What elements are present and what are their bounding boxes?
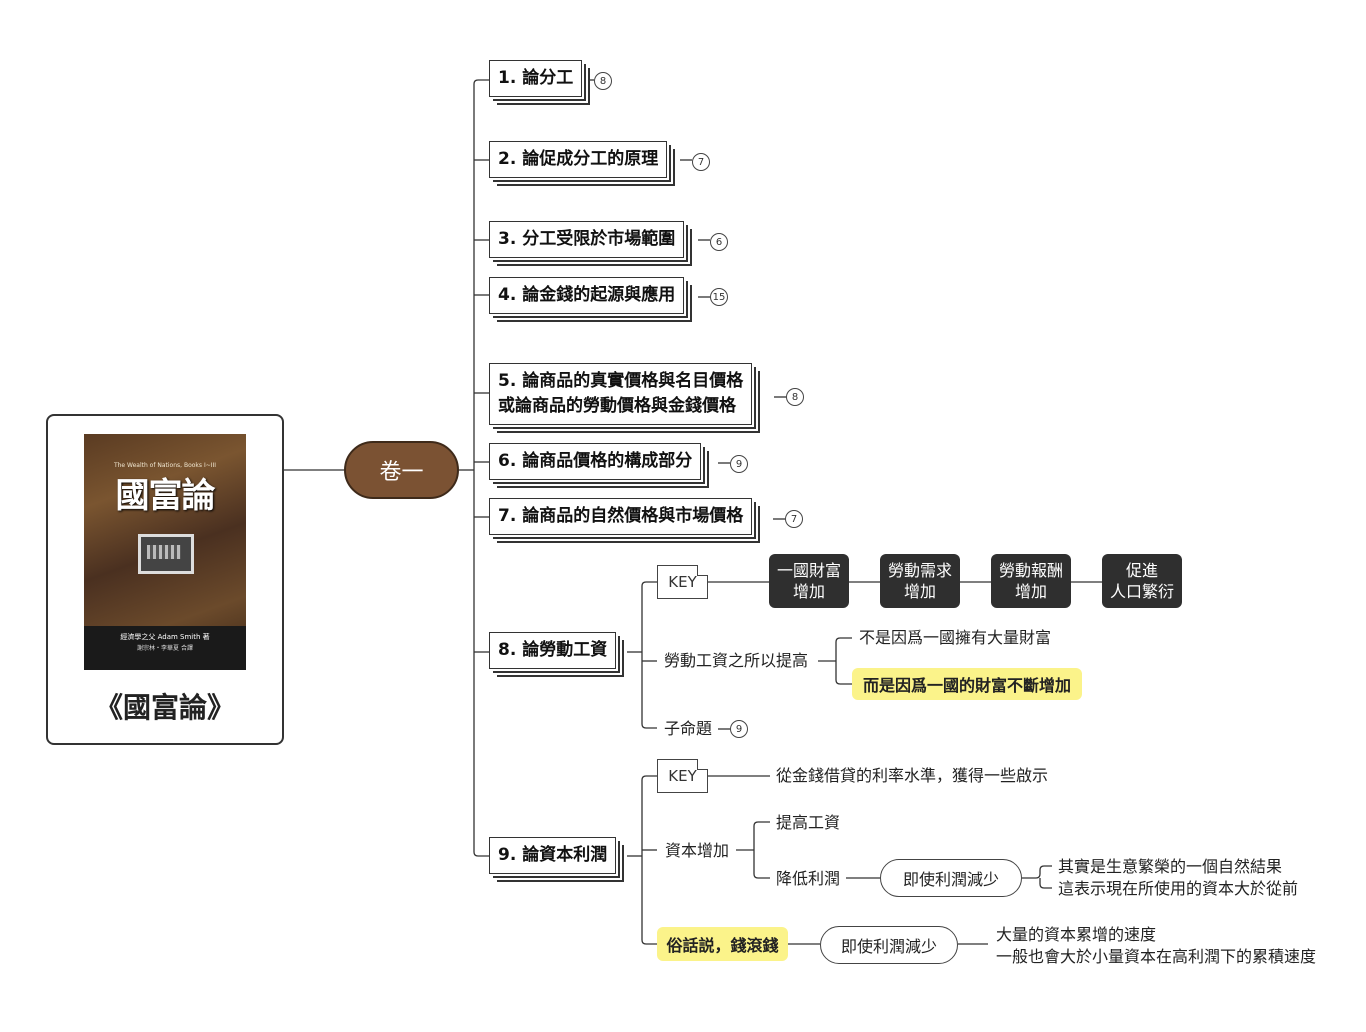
chapter-label: 2. 論促成分工的原理 xyxy=(498,149,659,169)
highlight-text: 而是因爲一國的財富不斷增加 xyxy=(862,676,1071,695)
chapter-label: 1. 論分工 xyxy=(498,68,574,88)
cover-title: 國富論 xyxy=(115,476,216,516)
ch9-even-if2-pill[interactable]: 即使利潤減少 xyxy=(820,926,958,964)
ch9-capital-label[interactable]: 資本增加 xyxy=(665,841,730,860)
ch9-result-line1[interactable]: 其實是生意繁榮的一個自然結果 xyxy=(1058,857,1283,876)
ch8-sub-label[interactable]: 子命題 xyxy=(664,719,713,738)
chapter-8-node[interactable]: 8. 論勞動工資 xyxy=(489,632,617,669)
ch8-key-note[interactable]: KEY xyxy=(657,565,708,599)
chapter-label: 6. 論商品價格的構成部分 xyxy=(498,451,693,471)
chapter-4-node[interactable]: 4. 論金錢的起源與應用 xyxy=(489,277,685,314)
chapter-5-node[interactable]: 5. 論商品的真實價格與名目價格 或論商品的勞動價格與金錢價格 xyxy=(489,363,753,425)
chapter-3-node[interactable]: 3. 分工受限於市場範圍 xyxy=(489,221,685,258)
chapter-label: 4. 論金錢的起源與應用 xyxy=(498,285,676,305)
chain-node-wealth-increase[interactable]: 一國財富增加 xyxy=(769,554,849,608)
chapter-label: 3. 分工受限於市場範圍 xyxy=(498,229,676,249)
count-value: 8 xyxy=(599,75,607,87)
chain-line1: 勞動需求 xyxy=(887,561,952,580)
book-card[interactable]: The Wealth of Nations, Books I~III 國富論 經… xyxy=(46,414,284,745)
chain-line1: 促進 xyxy=(1125,561,1158,580)
chapter-5-count-badge[interactable]: 8 xyxy=(786,388,804,406)
ch9-proverb-line2[interactable]: 一般也會大於小量資本在高利潤下的累積速度 xyxy=(996,947,1317,966)
chapter-label-line2: 或論商品的勞動價格與金錢價格 xyxy=(498,396,736,416)
chain-line2: 人口繁衍 xyxy=(1109,582,1174,601)
pill-text: 即使利潤減少 xyxy=(840,937,937,956)
chain-line1: 一國財富 xyxy=(776,561,841,580)
book-cover-image: The Wealth of Nations, Books I~III 國富論 經… xyxy=(84,434,246,670)
cover-tagline xyxy=(94,512,236,532)
chapter-3-count-badge[interactable]: 6 xyxy=(710,233,728,251)
chain-line2: 增加 xyxy=(792,582,825,601)
count-value: 6 xyxy=(715,236,723,248)
chapter-label-line1: 5. 論商品的真實價格與名目價格 xyxy=(498,371,744,391)
ch9-proverb-line1[interactable]: 大量的資本累增的速度 xyxy=(996,925,1157,944)
count-value: 15 xyxy=(712,291,726,303)
chain-line2: 增加 xyxy=(903,582,936,601)
cover-subtitle: The Wealth of Nations, Books I~III xyxy=(113,462,217,469)
book-title: 《國富論》 xyxy=(94,691,235,724)
cover-author-band: 經濟學之父 Adam Smith 著 謝宗林・李華夏 合譯 xyxy=(84,626,246,670)
ch9-lower-profit[interactable]: 降低利潤 xyxy=(776,869,841,888)
chapter-label: 8. 論勞動工資 xyxy=(498,640,608,660)
count-value: 8 xyxy=(791,391,799,403)
root-label: 卷一 xyxy=(379,460,424,485)
pill-text: 即使利潤減少 xyxy=(902,870,999,889)
count-value: 7 xyxy=(697,156,705,168)
ch9-result-line2[interactable]: 這表示現在所使用的資本大於從前 xyxy=(1058,879,1299,898)
highlight-text: 俗話説，錢滾錢 xyxy=(666,936,779,955)
chapter-7-node[interactable]: 7. 論商品的自然價格與市場價格 xyxy=(489,498,753,535)
ch8-sub-count-badge[interactable]: 9 xyxy=(730,720,748,738)
chapter-label: 9. 論資本利潤 xyxy=(498,845,608,865)
chain-line2: 增加 xyxy=(1014,582,1047,601)
ch9-even-if-pill[interactable]: 即使利潤減少 xyxy=(880,859,1022,897)
cover-translator: 謝宗林・李華夏 合譯 xyxy=(137,645,193,652)
chapter-2-node[interactable]: 2. 論促成分工的原理 xyxy=(489,141,668,178)
ch9-key-text[interactable]: 從金錢借貸的利率水準，獲得一些啟示 xyxy=(776,766,1049,785)
chapter-9-node[interactable]: 9. 論資本利潤 xyxy=(489,837,617,874)
chain-node-labor-demand[interactable]: 勞動需求增加 xyxy=(880,554,960,608)
chain-node-population[interactable]: 促進人口繁衍 xyxy=(1102,554,1182,608)
chain-node-labor-reward[interactable]: 勞動報酬增加 xyxy=(991,554,1071,608)
ch9-proverb-highlight[interactable]: 俗話説，錢滾錢 xyxy=(657,927,788,961)
chapter-2-count-badge[interactable]: 7 xyxy=(692,153,710,171)
chapter-1-node[interactable]: 1. 論分工 xyxy=(489,60,583,97)
count-value: 9 xyxy=(735,458,743,470)
count-value: 7 xyxy=(790,513,798,525)
chapter-1-count-badge[interactable]: 8 xyxy=(594,72,612,90)
ch8-reason-but-highlight[interactable]: 而是因爲一國的財富不斷增加 xyxy=(852,668,1082,700)
ch9-key-note[interactable]: KEY xyxy=(657,759,708,793)
key-label: KEY xyxy=(668,573,697,591)
cover-author: 經濟學之父 Adam Smith 著 xyxy=(120,633,210,641)
root-node[interactable]: 卷一 xyxy=(344,441,459,499)
count-value: 9 xyxy=(735,723,743,735)
chapter-label: 7. 論商品的自然價格與市場價格 xyxy=(498,506,744,526)
chapter-4-count-badge[interactable]: 15 xyxy=(710,288,728,306)
ch9-raise-wage[interactable]: 提高工資 xyxy=(776,813,841,832)
key-label: KEY xyxy=(668,767,697,785)
chapter-7-count-badge[interactable]: 7 xyxy=(785,510,803,528)
ch8-reason-not[interactable]: 不是因爲一國擁有大量財富 xyxy=(859,628,1052,647)
chapter-6-node[interactable]: 6. 論商品價格的構成部分 xyxy=(489,443,702,480)
chain-line1: 勞動報酬 xyxy=(998,561,1063,580)
ch8-reason-label[interactable]: 勞動工資之所以提高 xyxy=(664,651,809,670)
cover-illustration xyxy=(138,534,194,574)
chapter-6-count-badge[interactable]: 9 xyxy=(730,455,748,473)
